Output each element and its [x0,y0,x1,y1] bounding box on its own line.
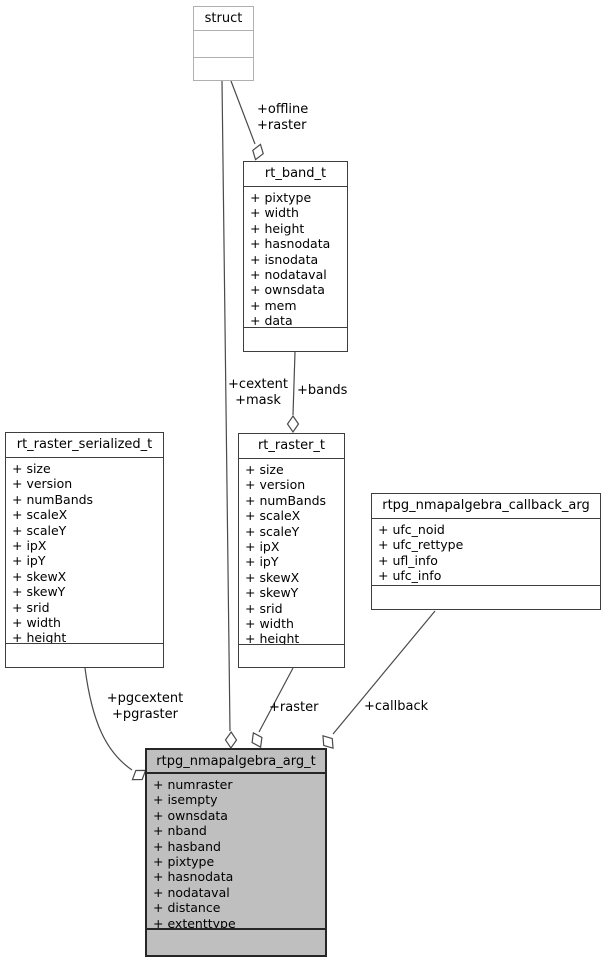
class-field: + skewY [12,584,66,600]
aggregation-diamond-cextent [224,730,238,750]
class-node-rt-raster-t[interactable]: rt_raster_t + size+ version+ numBands+ s… [238,433,345,668]
class-field: + skewX [245,569,300,585]
class-field: + scaleY [12,522,67,538]
class-field: + ufc_rettype [378,537,464,553]
class-field: + height [12,630,67,644]
class-field: + hasnodata [153,869,234,885]
class-field: + ownsdata [153,807,228,823]
class-field: + nband [153,823,207,839]
class-field: + pixtype [250,190,312,205]
empty-compartment [194,58,253,80]
class-node-rtpg-nmapalgebra-callback-arg[interactable]: rtpg_nmapalgebra_callback_arg + ufc_noid… [371,493,601,610]
class-field: + scaleX [12,507,68,523]
class-field: + scaleY [245,523,300,539]
edge-struct-to-band [230,80,256,145]
class-field: + nodataval [250,267,327,283]
class-field: + mem [250,297,297,313]
class-field: + ufc_noid [378,522,445,537]
class-field: + data [250,313,293,328]
class-title: rt_raster_serialized_t [6,433,163,458]
class-fields: + numraster+ isempty+ ownsdata+ nband+ h… [147,774,325,930]
class-field: + scaleX [245,508,301,524]
class-field: + ipY [245,554,279,570]
class-title: rt_raster_t [239,434,344,459]
class-fields: + size+ version+ numBands+ scaleX+ scale… [6,458,163,644]
class-field: + pixtype [153,854,215,870]
empty-compartment [239,645,344,667]
class-title: rtpg_nmapalgebra_callback_arg [372,494,600,519]
class-title: rtpg_nmapalgebra_arg_t [147,750,325,774]
aggregation-diamond-raster [251,731,263,749]
empty-compartment [6,644,163,667]
edge-callback-to-arg [332,610,436,735]
class-field: + ufl_info [378,552,438,568]
class-field: + version [245,477,306,493]
class-field: + ipX [12,538,47,554]
class-field: + width [250,205,299,221]
aggregation-diamond-bands [286,414,300,434]
class-fields: + ufc_noid+ ufc_rettype+ ufl_info+ ufc_i… [372,519,600,586]
class-field: + version [12,476,73,492]
class-node-rt-band-t[interactable]: rt_band_t + pixtype+ width+ height+ hasn… [243,161,348,352]
class-node-rt-raster-serialized-t[interactable]: rt_raster_serialized_t + size+ version+ … [5,432,164,668]
class-field: + height [245,631,300,645]
class-fields: + pixtype+ width+ height+ hasnodata+ isn… [244,187,347,328]
class-fields: + size+ version+ numBands+ scaleX+ scale… [239,459,344,645]
aggregation-diamond-offline [252,143,264,161]
empty-compartment [147,930,325,955]
empty-compartment [372,586,600,609]
class-title: struct [194,7,253,31]
class-field: + skewX [12,568,67,584]
edge-label-raster: +raster [269,700,319,715]
class-field: + hasnodata [250,236,331,252]
class-field: + distance [153,900,221,916]
class-field: + nodataval [153,884,230,900]
class-field: + numraster [153,777,233,792]
class-field: + isnodata [250,251,319,267]
class-field: + ownsdata [250,282,325,298]
empty-compartment [244,328,347,351]
class-node-rtpg-nmapalgebra-arg-t: rtpg_nmapalgebra_arg_t + numraster+ isem… [145,748,327,957]
class-node-struct: struct [193,6,254,81]
edge-label-bands: +bands [297,383,348,398]
class-field: + size [12,461,51,476]
class-field: + numBands [245,492,327,508]
edge-label-pgcextent-pgraster: +pgcextent +pgraster [106,691,184,722]
class-field: + skewY [245,585,299,601]
class-field: + hasband [153,838,221,854]
class-field: + ipY [12,553,46,569]
class-field: + height [250,220,305,236]
edge-label-cextent-mask: +cextent +mask [228,377,288,408]
edge-label-callback: +callback [364,699,429,714]
class-field: + numBands [12,491,94,507]
class-field: + isempty [153,792,218,808]
class-field: + ipX [245,539,280,555]
edge-label-offline-raster: +offline +raster [257,102,309,133]
class-field: + srid [245,600,283,616]
class-field: + srid [12,599,50,615]
class-field: + extenttype [153,915,236,930]
class-title: rt_band_t [244,162,347,187]
class-field: + size [245,462,284,477]
empty-compartment [194,31,253,58]
class-field: + width [245,616,294,632]
class-field: + ufc_info [378,568,442,584]
class-field: + width [12,615,61,631]
